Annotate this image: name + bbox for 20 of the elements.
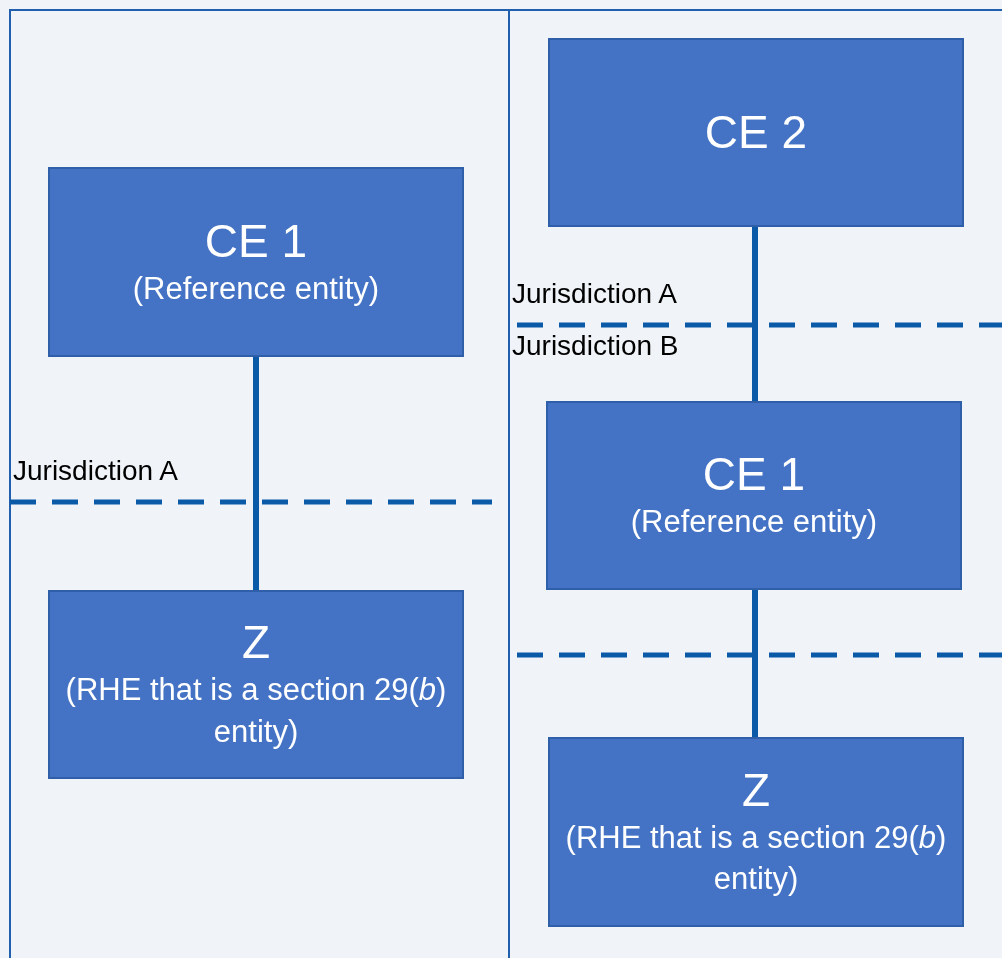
connector-line — [253, 357, 259, 590]
jurisdiction-label: Jurisdiction A — [512, 278, 677, 310]
connector-line — [752, 227, 758, 401]
entity-description: (RHE that is a section 29(b) entity) — [564, 818, 948, 899]
entity-box — [548, 737, 964, 927]
entity-name: CE 1 — [204, 214, 308, 268]
jurisdiction-label: Jurisdiction B — [512, 330, 679, 362]
entity-description: (Reference entity) — [630, 503, 878, 541]
entity-name: CE 2 — [704, 106, 808, 159]
entity-box — [546, 401, 962, 590]
jurisdiction-label: Jurisdiction A — [13, 455, 178, 487]
entity-box — [48, 590, 464, 779]
entity-description: (RHE that is a section 29(b) entity) — [64, 671, 448, 751]
entity-name: Z — [241, 616, 271, 670]
entity-description: (Reference entity) — [132, 269, 380, 308]
entity-name: CE 1 — [702, 448, 806, 501]
connector-line — [752, 590, 758, 737]
entity-name: Z — [741, 763, 771, 817]
entity-box — [548, 38, 964, 227]
entity-box — [48, 167, 464, 357]
